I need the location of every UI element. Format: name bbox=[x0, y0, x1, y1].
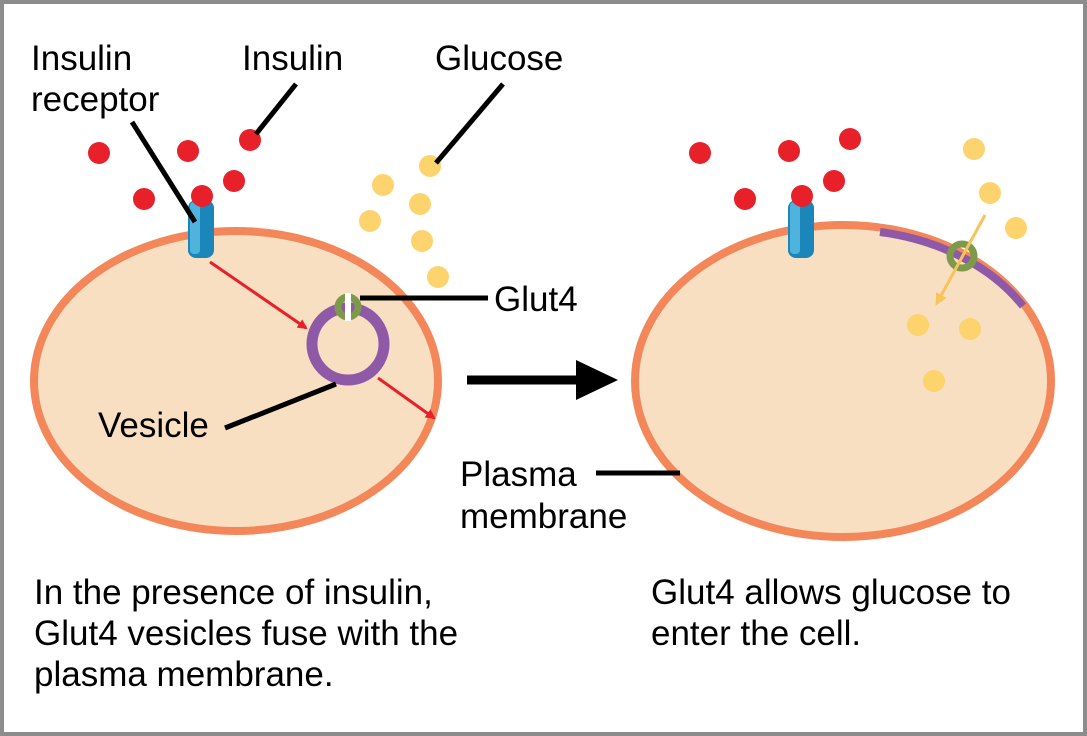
plasma-membrane-label-line2: membrane bbox=[460, 497, 627, 536]
insulin-receptor-left bbox=[188, 200, 214, 258]
label-glut4: Glut4 bbox=[360, 280, 578, 319]
insulin-receptor-label-line1: Insulin bbox=[31, 39, 132, 78]
insulin-molecules-left bbox=[88, 129, 261, 210]
transition-arrow bbox=[467, 360, 618, 400]
glucose-molecule bbox=[907, 314, 929, 336]
insulin-molecules-right bbox=[689, 128, 861, 210]
glucose-molecules-left bbox=[359, 155, 449, 288]
insulin-molecule bbox=[239, 129, 261, 151]
insulin-molecule bbox=[778, 140, 800, 162]
insulin-molecule bbox=[791, 185, 813, 207]
glut4-transporter-left bbox=[334, 293, 362, 321]
glucose-molecule bbox=[1005, 217, 1027, 239]
label-plasma-membrane: Plasma membrane bbox=[460, 455, 680, 536]
caption-left-line: plasma membrane. bbox=[34, 655, 334, 694]
vesicle-label: Vesicle bbox=[98, 406, 209, 445]
signal-arrow-to-membrane bbox=[377, 376, 436, 420]
caption-left-line: Glut4 vesicles fuse with the bbox=[34, 614, 459, 653]
caption-left: In the presence of insulin, Glut4 vesicl… bbox=[34, 572, 458, 695]
label-vesicle: Vesicle bbox=[98, 381, 337, 445]
vesicle-leader bbox=[224, 381, 337, 431]
diagram-canvas: Insulin receptor Insulin Glucose Glut4 V… bbox=[30, 39, 1055, 541]
label-insulin: Insulin bbox=[242, 39, 343, 136]
insulin-molecule bbox=[133, 188, 155, 210]
insulin-leader bbox=[254, 82, 298, 136]
label-glucose: Glucose bbox=[434, 39, 563, 165]
insulin-molecule bbox=[734, 188, 756, 210]
caption-left-line: In the presence of insulin, bbox=[34, 573, 433, 612]
left-cell bbox=[30, 227, 442, 535]
glucose-molecule bbox=[427, 266, 449, 288]
glucose-molecule bbox=[411, 230, 433, 252]
glucose-label: Glucose bbox=[435, 39, 563, 78]
glut4-label: Glut4 bbox=[494, 280, 578, 319]
signal-arrow-to-vesicle bbox=[209, 260, 308, 330]
glucose-leader bbox=[434, 82, 505, 165]
glucose-molecule bbox=[409, 193, 431, 215]
glut4-transporter-right bbox=[946, 240, 978, 272]
glucose-molecule bbox=[372, 174, 394, 196]
glucose-molecule bbox=[963, 138, 985, 160]
insulin-receptor-leader bbox=[129, 120, 198, 224]
right-cell bbox=[631, 221, 1055, 541]
plasma-membrane-label-line1: Plasma bbox=[460, 455, 577, 494]
glucose-molecules-right bbox=[907, 138, 1027, 392]
glucose-molecule bbox=[979, 182, 1001, 204]
insulin-molecule bbox=[689, 142, 711, 164]
glucose-molecule bbox=[959, 318, 981, 340]
glucose-molecule bbox=[923, 370, 945, 392]
caption-right-line: Glut4 allows glucose to bbox=[651, 573, 1011, 612]
insulin-molecule bbox=[839, 128, 861, 150]
glucose-entry-arrow bbox=[935, 214, 987, 306]
insulin-receptor-right bbox=[788, 200, 814, 258]
caption-right-line: enter the cell. bbox=[651, 614, 862, 653]
label-insulin-receptor: Insulin receptor bbox=[31, 39, 198, 224]
insulin-label: Insulin bbox=[242, 39, 343, 78]
insulin-receptor-label-line2: receptor bbox=[31, 80, 160, 119]
caption-right: Glut4 allows glucose to enter the cell. bbox=[651, 572, 1011, 654]
insulin-molecule bbox=[88, 142, 110, 164]
glucose-molecule bbox=[359, 210, 381, 232]
insulin-molecule bbox=[223, 170, 245, 192]
insulin-molecule bbox=[823, 170, 845, 192]
insulin-molecule bbox=[177, 140, 199, 162]
insulin-molecule bbox=[191, 185, 213, 207]
